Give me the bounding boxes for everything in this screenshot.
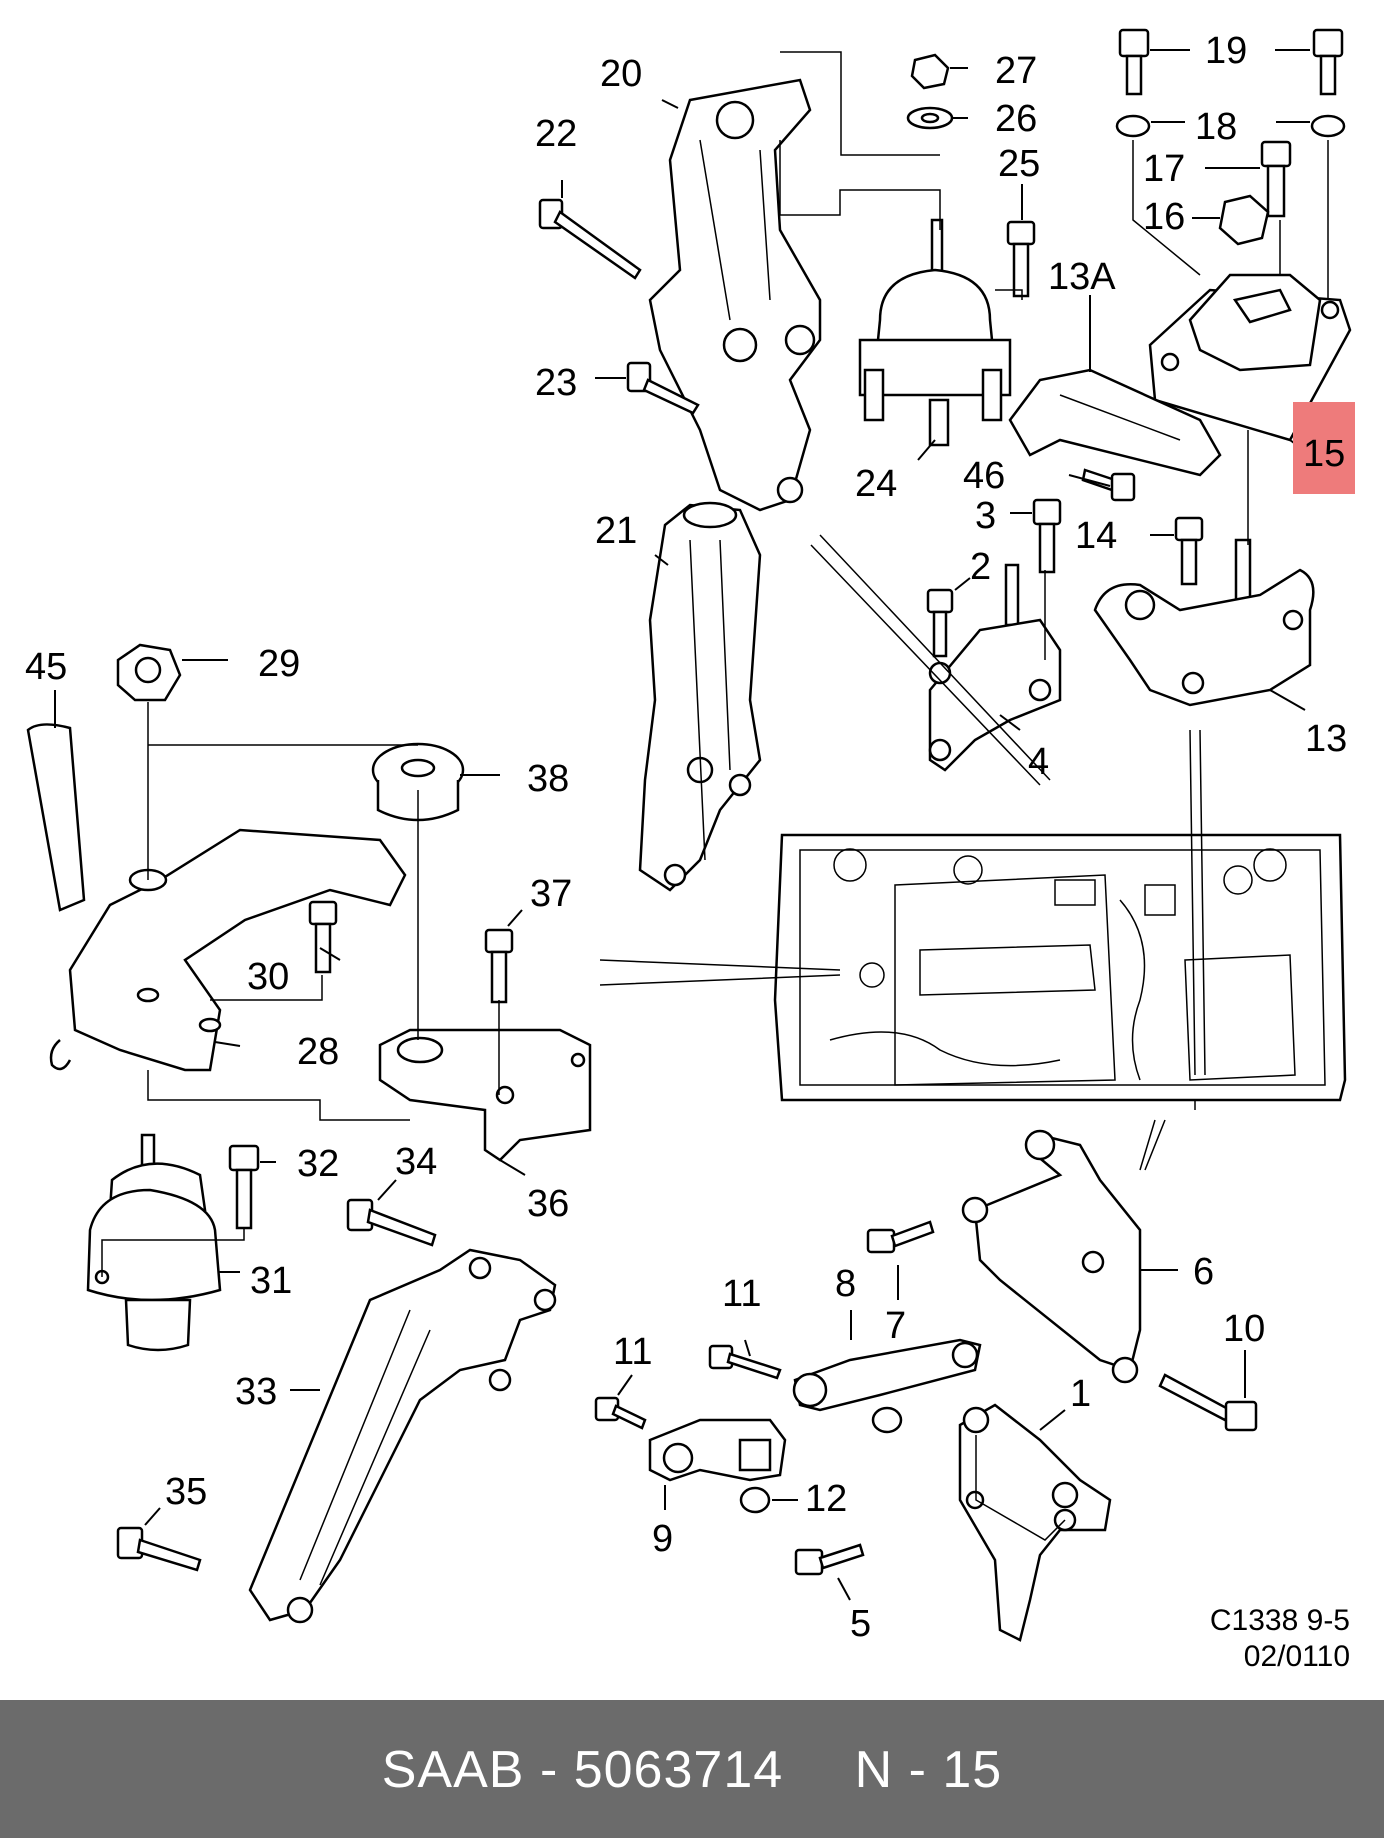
diagram-reference: C1338 9-5 02/0110 [1150,1603,1350,1675]
callout-24[interactable]: 24 [855,463,898,505]
part-bolt-7 [866,1220,935,1254]
part-bolt-17 [1260,140,1292,218]
callout-10[interactable]: 10 [1223,1308,1266,1350]
callout-23[interactable]: 23 [535,362,578,404]
part-bolt-19a [1118,28,1150,96]
part-bracket-21 [638,501,762,892]
callout-5[interactable]: 5 [850,1603,872,1645]
part-bracket-28 [49,828,407,1072]
diagram-drawing [26,28,1352,1642]
highlight-box [1293,402,1355,494]
callout-21[interactable]: 21 [595,510,638,552]
part-bracket-13a [1008,368,1222,477]
part-washer-18a [1115,114,1151,138]
callout-13[interactable]: 13 [1305,718,1348,760]
callout-28[interactable]: 28 [297,1031,340,1073]
callout-36[interactable]: 36 [527,1183,570,1225]
callout-37[interactable]: 37 [530,873,573,915]
footer-position: N - 15 [854,1741,1003,1799]
part-bolt-3 [1032,498,1062,574]
part-number: 5063714 [573,1741,784,1799]
callout-33[interactable]: 33 [235,1371,278,1413]
footer-text: SAAB - 5063714 N - 15 [0,1740,1384,1800]
reference-date: 02/0110 [1243,1640,1350,1673]
callout-3[interactable]: 3 [975,495,997,537]
part-bolt-37 [484,928,514,1004]
part-washer-26 [906,106,954,130]
part-nut-16 [1218,194,1270,246]
callout-6[interactable]: 6 [1193,1251,1215,1293]
part-link-8 [792,1338,982,1412]
callout-1[interactable]: 1 [1070,1373,1092,1415]
callout-9[interactable]: 9 [652,1518,674,1560]
part-bolt-23 [626,361,700,415]
part-bolt-11b [594,1396,647,1430]
part-bolt-30 [308,900,338,974]
callout-16[interactable]: 16 [1143,196,1186,238]
part-mount-31 [86,1133,222,1352]
part-link-9 [648,1418,787,1482]
footer-brand: SAAB - 5063714 [381,1741,784,1799]
callout-8[interactable]: 8 [835,1263,857,1305]
callout-20[interactable]: 20 [600,53,643,95]
part-bushing-38 [371,742,465,822]
part-bolt-10 [1158,1373,1258,1432]
callout-18[interactable]: 18 [1195,106,1238,148]
footer-bar: SAAB - 5063714 N - 15 [0,1700,1384,1838]
callout-29[interactable]: 29 [258,643,301,685]
callout-7[interactable]: 7 [885,1305,907,1347]
callout-14[interactable]: 14 [1075,515,1118,557]
part-bolt-2 [926,588,954,658]
part-nut-27 [910,53,950,90]
callout-34[interactable]: 34 [395,1141,438,1183]
part-engine-bracket-20 [648,78,822,512]
callout-22[interactable]: 22 [535,113,578,155]
callout-45[interactable]: 45 [25,646,68,688]
part-bolt-35 [116,1526,202,1572]
part-bolt-19b [1312,28,1344,96]
part-washer-18b [1310,114,1346,138]
callout-30[interactable]: 30 [247,956,290,998]
part-bolt-14 [1174,516,1204,586]
callout-32[interactable]: 32 [297,1143,340,1185]
part-engine-bay [773,833,1347,1102]
callout-11b[interactable]: 11 [613,1331,653,1373]
part-bracket-36 [378,1028,592,1162]
callout-27[interactable]: 27 [995,50,1038,92]
part-bolt-34 [346,1198,437,1247]
part-nut-29 [116,643,182,702]
reference-code: C1338 9-5 [1209,1604,1350,1637]
part-strap-45 [26,723,86,912]
part-mount-24 [858,218,1012,447]
part-bracket-6 [961,1129,1142,1384]
callout-38[interactable]: 38 [527,758,570,800]
callout-31[interactable]: 31 [250,1260,293,1302]
callout-12[interactable]: 12 [805,1478,848,1520]
callout-2[interactable]: 2 [970,546,992,588]
callout-13a[interactable]: 13A [1048,256,1116,298]
part-bolt-22 [538,198,642,280]
part-bolt-11a [708,1344,782,1380]
callout-26[interactable]: 26 [995,98,1038,140]
part-bracket-1 [958,1403,1112,1642]
part-nut-12a [871,1406,903,1434]
callout-4[interactable]: 4 [1028,741,1050,783]
callout-11a[interactable]: 11 [722,1273,762,1315]
callout-17[interactable]: 17 [1143,148,1186,190]
callout-35[interactable]: 35 [165,1471,208,1513]
part-bracket-33 [248,1248,557,1624]
callout-15[interactable]: 15 [1303,433,1346,475]
part-bolt-32 [228,1144,260,1230]
part-nut-12b [739,1486,771,1514]
callout-19[interactable]: 19 [1205,30,1248,72]
callout-25[interactable]: 25 [998,143,1041,185]
part-mount-15 [1148,273,1352,442]
part-bolt-25 [1006,220,1036,298]
part-bolt-5 [794,1543,865,1576]
callout-46[interactable]: 46 [963,455,1006,497]
part-mount-13 [1093,538,1315,707]
